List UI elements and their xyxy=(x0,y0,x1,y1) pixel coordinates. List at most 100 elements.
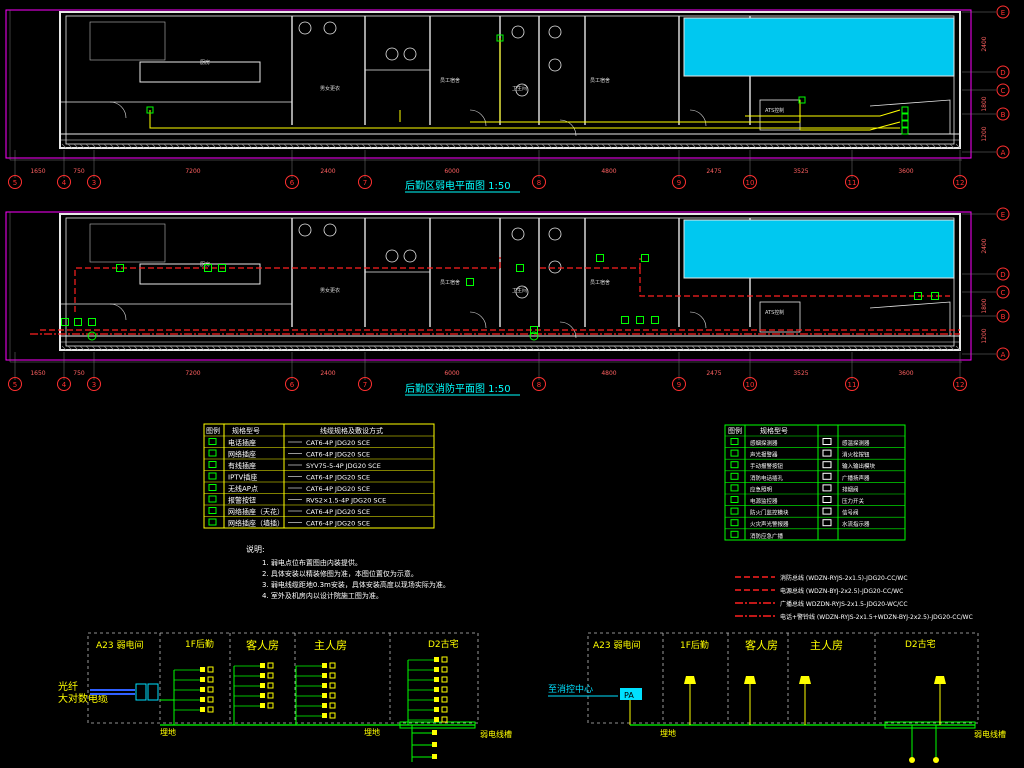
hatch-line xyxy=(289,345,295,351)
riser-outlet-symbol xyxy=(267,662,274,669)
hatch-line xyxy=(223,345,229,351)
legend-fire-header: 规格型号 xyxy=(760,426,788,435)
hatch-line xyxy=(73,345,79,351)
hatch-line xyxy=(283,345,289,351)
legend-weak-spec: CAT6-4P JDG20 SCE xyxy=(306,485,370,493)
axis-dimension: 6000 xyxy=(444,168,459,175)
hatch-line xyxy=(307,143,313,149)
fire-device-symbol xyxy=(87,331,97,341)
axis-label: B xyxy=(1001,111,1006,119)
hatch-line xyxy=(361,143,367,149)
hatch-line xyxy=(457,143,463,149)
hatch-line xyxy=(451,143,457,149)
kitchen-counter xyxy=(139,263,261,285)
hatch-line xyxy=(955,345,961,351)
fire-device-symbol xyxy=(651,316,659,324)
axis-bubble xyxy=(996,107,1010,121)
hatch-line xyxy=(913,345,919,351)
hatch-line xyxy=(319,345,325,351)
riser-outlet-symbol xyxy=(434,677,439,682)
legend-weak-header: 规格型号 xyxy=(232,426,260,435)
riser-outlet-symbol xyxy=(432,754,437,759)
hatch-line xyxy=(925,345,931,351)
speaker-icon xyxy=(744,676,756,684)
sanitary-fixture xyxy=(511,25,525,39)
riser-outlet-symbol xyxy=(267,682,274,689)
weak-outlet-symbol xyxy=(496,34,504,42)
hatch-line xyxy=(127,345,133,351)
hatch-line xyxy=(133,345,139,351)
hatch-line xyxy=(433,345,439,351)
hatch-line xyxy=(703,345,709,351)
hatch-line xyxy=(385,345,391,351)
riser-weak-column: 客人房 xyxy=(246,638,279,652)
equipment-room xyxy=(868,99,951,135)
interior-wall xyxy=(65,15,955,145)
room-label: ATS控制 xyxy=(765,107,784,114)
riser-outlet-symbol xyxy=(322,713,327,718)
axis-bubble xyxy=(743,175,757,189)
room-label: 员工宿舍 xyxy=(590,279,610,286)
weak-cable-route xyxy=(149,110,830,129)
line-legend-label: 电话+警铃线 (WDZN-RYJS-2x1.5+WDZN-BYJ-2x2.5)-… xyxy=(780,613,973,621)
weak-cable-route xyxy=(470,100,801,123)
hatch-line xyxy=(919,345,925,351)
hatch-line xyxy=(793,143,799,149)
hatch-line xyxy=(727,345,733,351)
hatch-line xyxy=(439,143,445,149)
riser-outlet-symbol xyxy=(200,697,205,702)
axis-bubble xyxy=(996,309,1010,323)
hatch-line xyxy=(421,345,427,351)
hatch-line xyxy=(295,143,301,149)
riser-fire-pa: PA xyxy=(624,691,634,700)
axis-bubble xyxy=(996,285,1010,299)
hatch-line xyxy=(463,143,469,149)
axis-label: 4 xyxy=(62,179,67,187)
legend-symbol-icon xyxy=(730,507,739,515)
axis-bubble xyxy=(672,175,686,189)
axis-label: C xyxy=(1001,87,1006,95)
hatch-line xyxy=(625,345,631,351)
legend-symbol-icon xyxy=(208,461,217,468)
riser-outlet-symbol xyxy=(441,666,448,673)
door-swing xyxy=(689,311,707,329)
legend-symbol-icon xyxy=(822,472,832,480)
hatch-line xyxy=(553,345,559,351)
hatch-line xyxy=(193,345,199,351)
riser-outlet-symbol xyxy=(207,706,214,713)
riser-outlet-symbol xyxy=(432,742,437,747)
sanitary-fixture xyxy=(323,223,337,237)
line-legend-label: 电源总线 (WDZN-BYJ-2x2.5)-JDG20-CC/WC xyxy=(780,587,903,595)
hatch-line xyxy=(235,143,241,149)
hatch-line xyxy=(571,345,577,351)
riser-fire-trunk-label: 弱电线槽 xyxy=(974,729,1006,739)
riser-outlet-symbol xyxy=(329,682,336,689)
hatch-line xyxy=(823,345,829,351)
hatch-line xyxy=(667,143,673,149)
fire-device-symbol xyxy=(466,278,474,286)
sanitary-fixture xyxy=(403,249,417,263)
riser-fire-column: 主人房 xyxy=(810,639,843,652)
axis-dimension: 2400 xyxy=(320,370,335,377)
hatch-line xyxy=(97,143,103,149)
legend-weak-spec: RVS2×1.5-4P JDG20 SCE xyxy=(306,497,386,505)
axis-label: 10 xyxy=(746,381,755,389)
hatch-line xyxy=(169,143,175,149)
hatch-line xyxy=(583,143,589,149)
kitchen-counter xyxy=(139,61,261,83)
hatch-line xyxy=(715,345,721,351)
hatch-line xyxy=(595,345,601,351)
axis-label: C xyxy=(1001,289,1006,297)
riser-outlet-symbol xyxy=(329,702,336,709)
riser-outlet-symbol xyxy=(322,663,327,668)
legend-symbol-icon xyxy=(822,461,832,469)
axis-bubble xyxy=(996,65,1010,79)
legend-weak-name: 无线AP点 xyxy=(228,484,258,493)
hatch-line xyxy=(721,345,727,351)
hatch-line xyxy=(781,143,787,149)
hatch-line xyxy=(307,345,313,351)
legend-weak-header: 线缆规格及敷设方式 xyxy=(320,426,383,435)
hatch-line xyxy=(355,143,361,149)
riser-diagram-fire: A23 弱电间 1F后勤 客人房 主人房 D2古宅 至消控中心 PA 埋地 弱电… xyxy=(548,632,1006,763)
design-notes: 说明: 1. 弱电点位布置图由内装提供。 2. 具体安装以精装修图为准，本图位置… xyxy=(246,544,450,600)
